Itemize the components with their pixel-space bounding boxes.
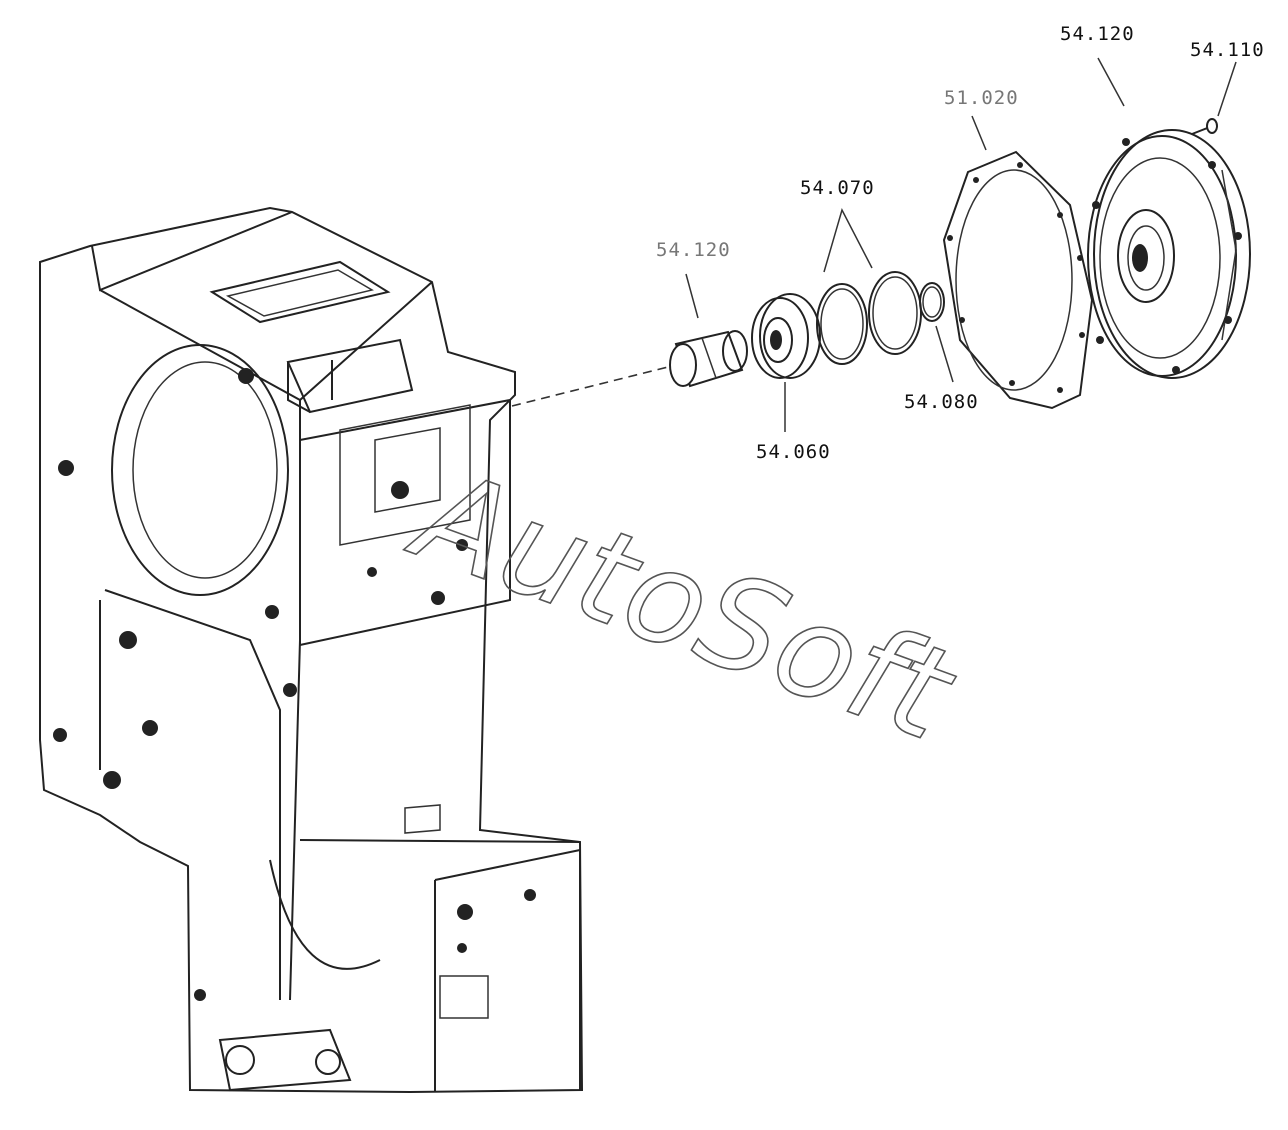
label-bearing: 54.060 (756, 441, 831, 463)
gasket-part (942, 150, 1094, 410)
bearing-part (751, 293, 821, 379)
shim-rings (816, 271, 922, 365)
label-shims: 54.070 (800, 177, 875, 199)
cover-leader (1097, 57, 1125, 107)
label-circlip: 54.080 (904, 391, 979, 413)
label-sleeve: 54.120 (656, 239, 731, 261)
label-cover: 54.120 (1060, 23, 1135, 45)
transmission-housing (39, 206, 584, 1094)
assembly-axis-line (511, 365, 673, 407)
sleeve-part (669, 330, 748, 388)
gasket-leader (971, 115, 987, 151)
circlip-leader (935, 325, 954, 383)
shims-leader (823, 207, 873, 273)
screw-part (1191, 118, 1218, 135)
label-screw: 54.110 (1190, 39, 1265, 61)
label-gasket: 51.020 (944, 87, 1019, 109)
cover-part (1087, 129, 1251, 379)
screw-leader (1217, 61, 1237, 117)
circlip-part (919, 282, 945, 322)
sleeve-leader (685, 273, 699, 319)
